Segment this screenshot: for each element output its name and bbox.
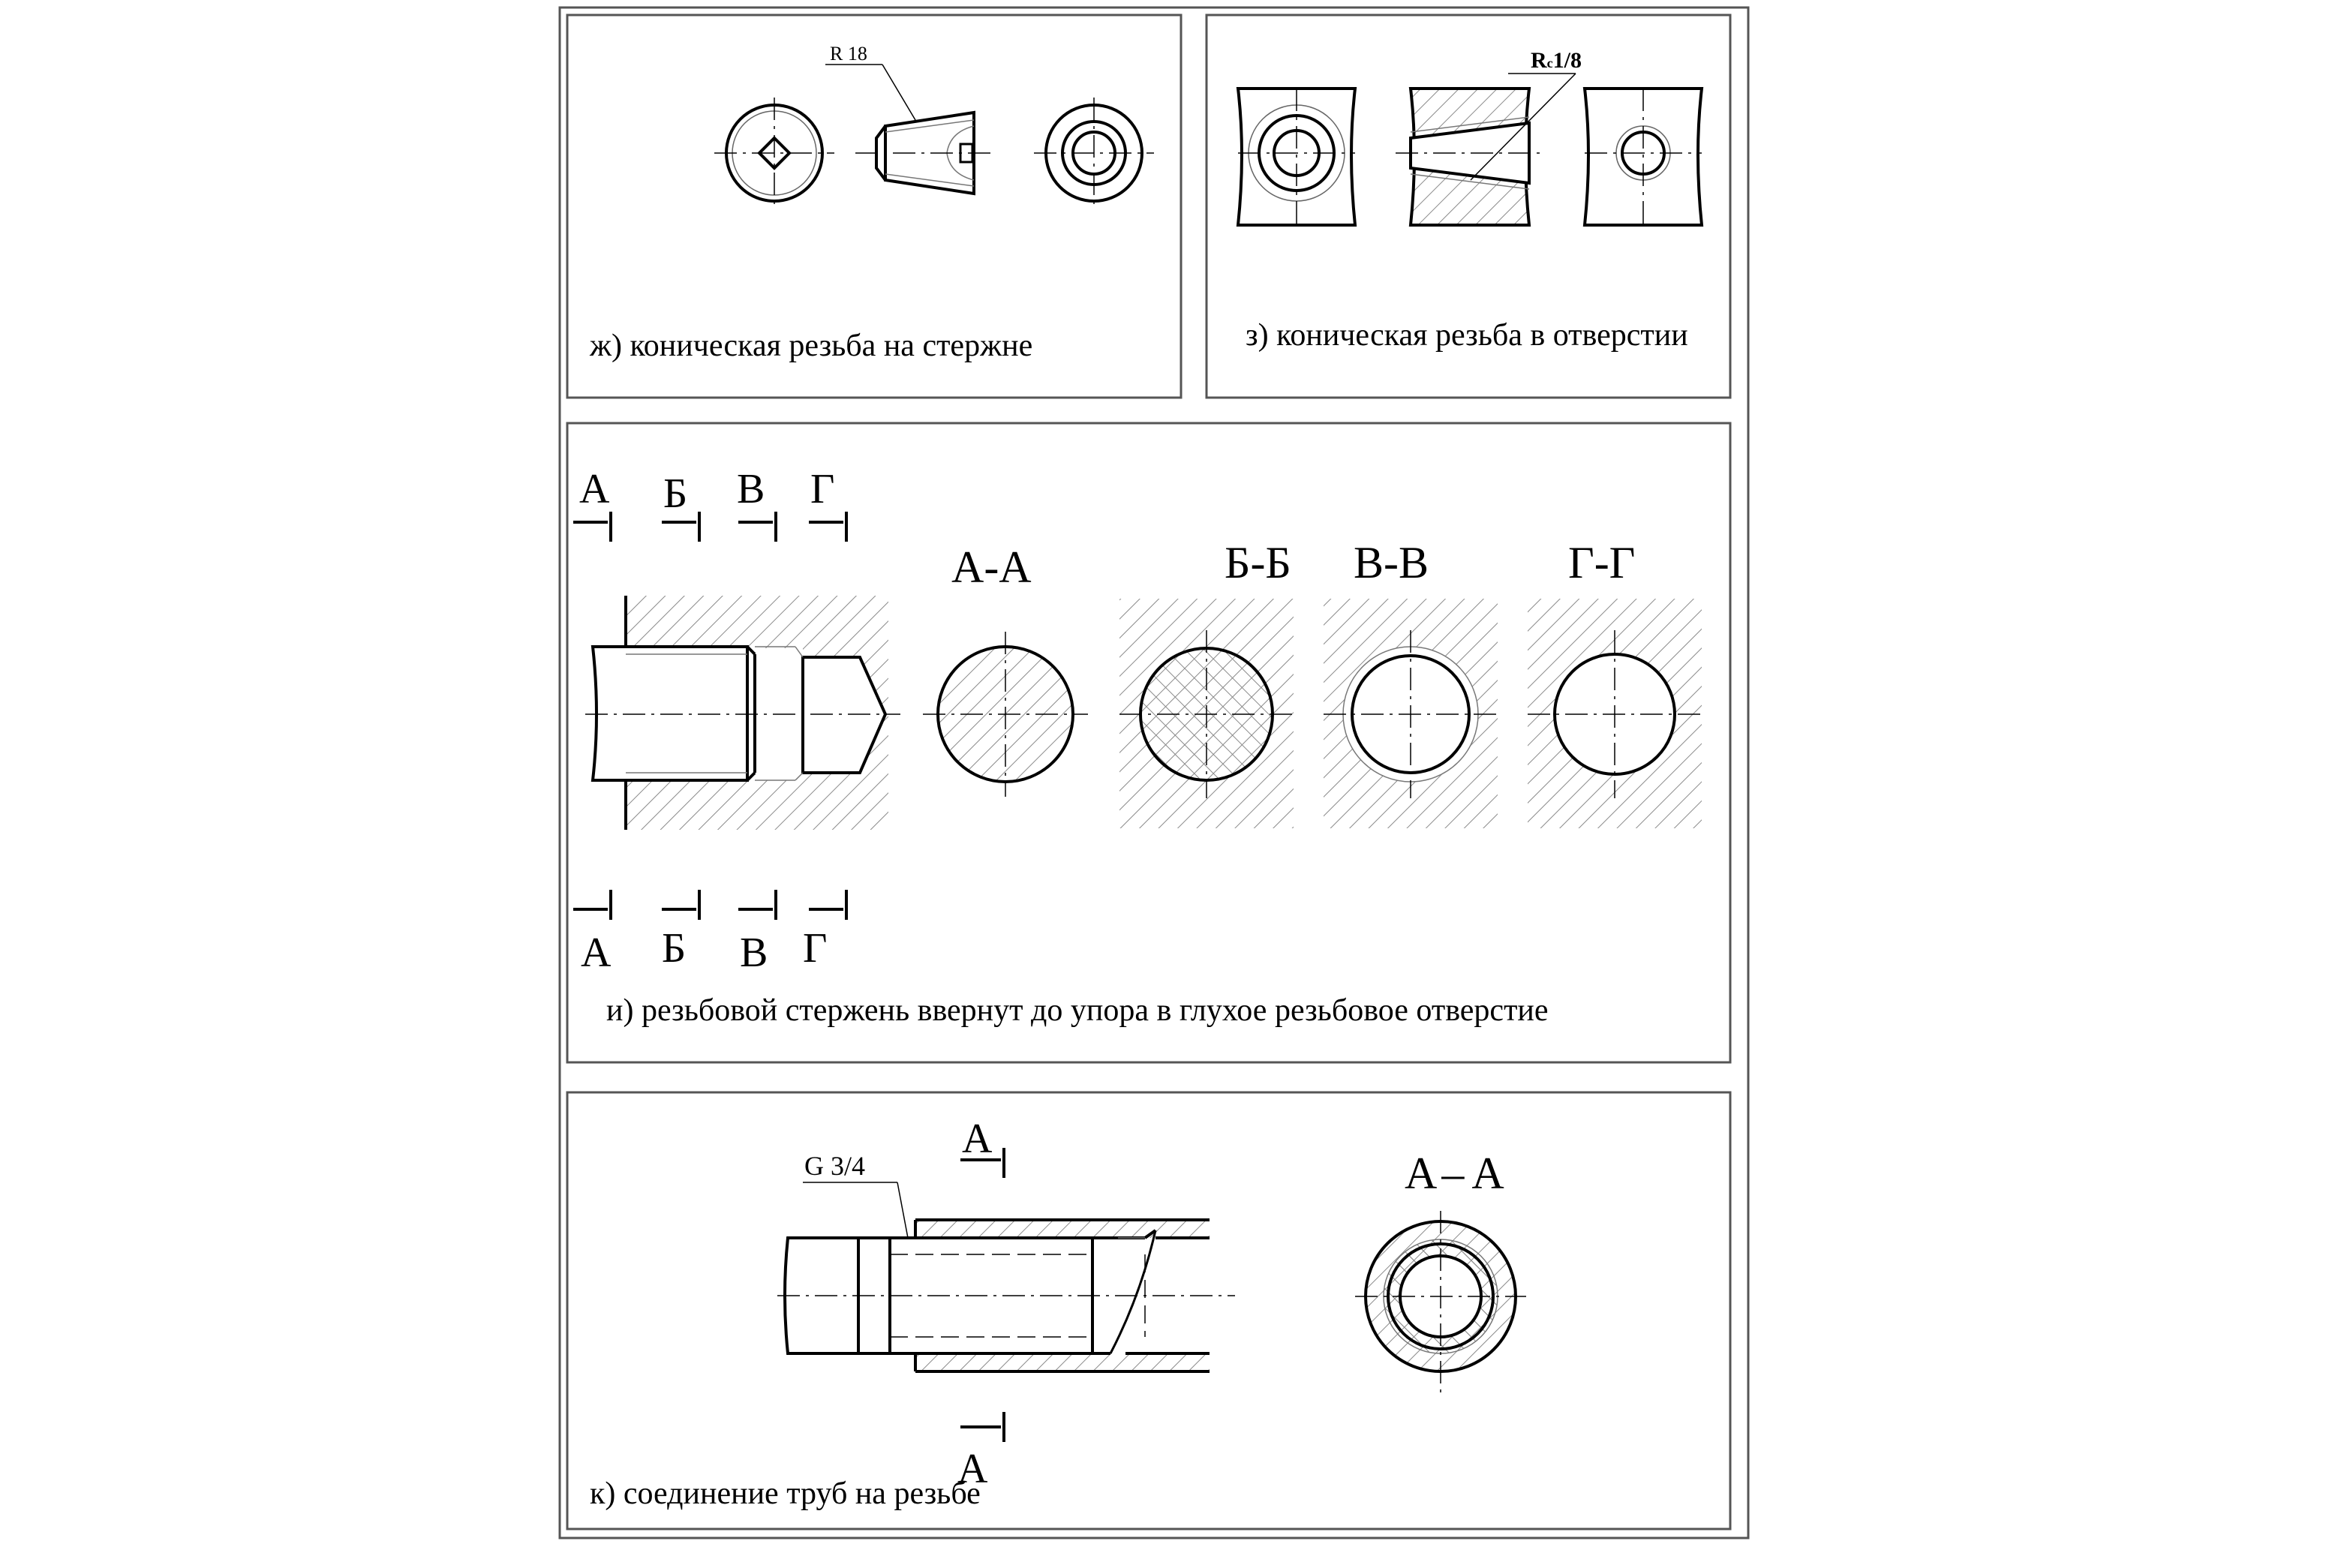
i-mark-bottom-v: В (740, 930, 768, 976)
i-mark-bottom-g: Г (803, 925, 827, 972)
zh-end-view-square (714, 98, 834, 210)
i-section-vv: В-В (1324, 538, 1498, 828)
panel-i-frame (566, 422, 1732, 1064)
zh-conical-plug: R 18 (825, 43, 990, 196)
i-section-gg-label: Г-Г (1568, 538, 1635, 587)
k-mark-top: А (962, 1116, 993, 1162)
i-section-gg: Г-Г (1528, 538, 1702, 828)
i-mark-bottom-a: А (581, 930, 612, 976)
k-section-aa: А–А (1355, 1149, 1526, 1392)
zh-thread-label: R 18 (830, 43, 867, 65)
i-section-vv-label: В-В (1354, 538, 1429, 587)
panel-zh: R 18 ж) коническая резьба на стержне (566, 14, 1183, 399)
i-mark-bottom-b: Б (662, 925, 686, 972)
i-mark-top-g: Г (810, 466, 834, 512)
k-pipe-connection: G 3/4 (777, 1151, 1235, 1373)
z-thread-label: Rc1/8 (1531, 48, 1582, 73)
k-cut-marks: А А (957, 1116, 1005, 1492)
i-section-aa: А-А (923, 542, 1088, 797)
i-top-cut-marks: А Б В Г (573, 466, 848, 542)
i-section-bb: Б-Б (1119, 538, 1294, 828)
k-mark-bottom: А (957, 1446, 988, 1492)
i-mark-top-b: Б (663, 470, 687, 517)
i-section-bb-label: Б-Б (1225, 538, 1291, 587)
k-thread-label: G 3/4 (804, 1151, 865, 1181)
panel-z-frame (1205, 14, 1732, 399)
z-right-end-view (1582, 87, 1704, 227)
sheet-frame (558, 6, 1750, 1539)
k-section-label: А–А (1405, 1149, 1504, 1198)
z-middle-section: Rc1/8 (1396, 48, 1582, 227)
panel-z-caption: з) коническая резьба в отверстии (1246, 318, 1688, 353)
i-mark-top-v: В (737, 466, 765, 512)
panel-i: А Б В Г (566, 422, 1732, 1064)
i-section-aa-label: А-А (951, 542, 1032, 592)
panel-k: А А (566, 1091, 1732, 1530)
panel-z: Rc1/8 з) коническая резьба в отверстии (1205, 14, 1732, 399)
panel-i-caption: и) резьбовой стержень ввернут до упора в… (606, 993, 1549, 1028)
zh-end-view-round (1034, 98, 1154, 210)
panel-k-caption: к) соединение труб на резьбе (590, 1476, 981, 1511)
panel-k-frame (566, 1091, 1732, 1530)
panel-zh-caption: ж) коническая резьба на стержне (589, 329, 1032, 363)
i-assembly-view (585, 596, 900, 830)
i-bottom-cut-marks: А Б В Г (573, 890, 848, 976)
z-left-end-view (1236, 87, 1357, 227)
i-mark-top-a: А (579, 466, 610, 512)
panel-zh-frame (566, 14, 1183, 399)
